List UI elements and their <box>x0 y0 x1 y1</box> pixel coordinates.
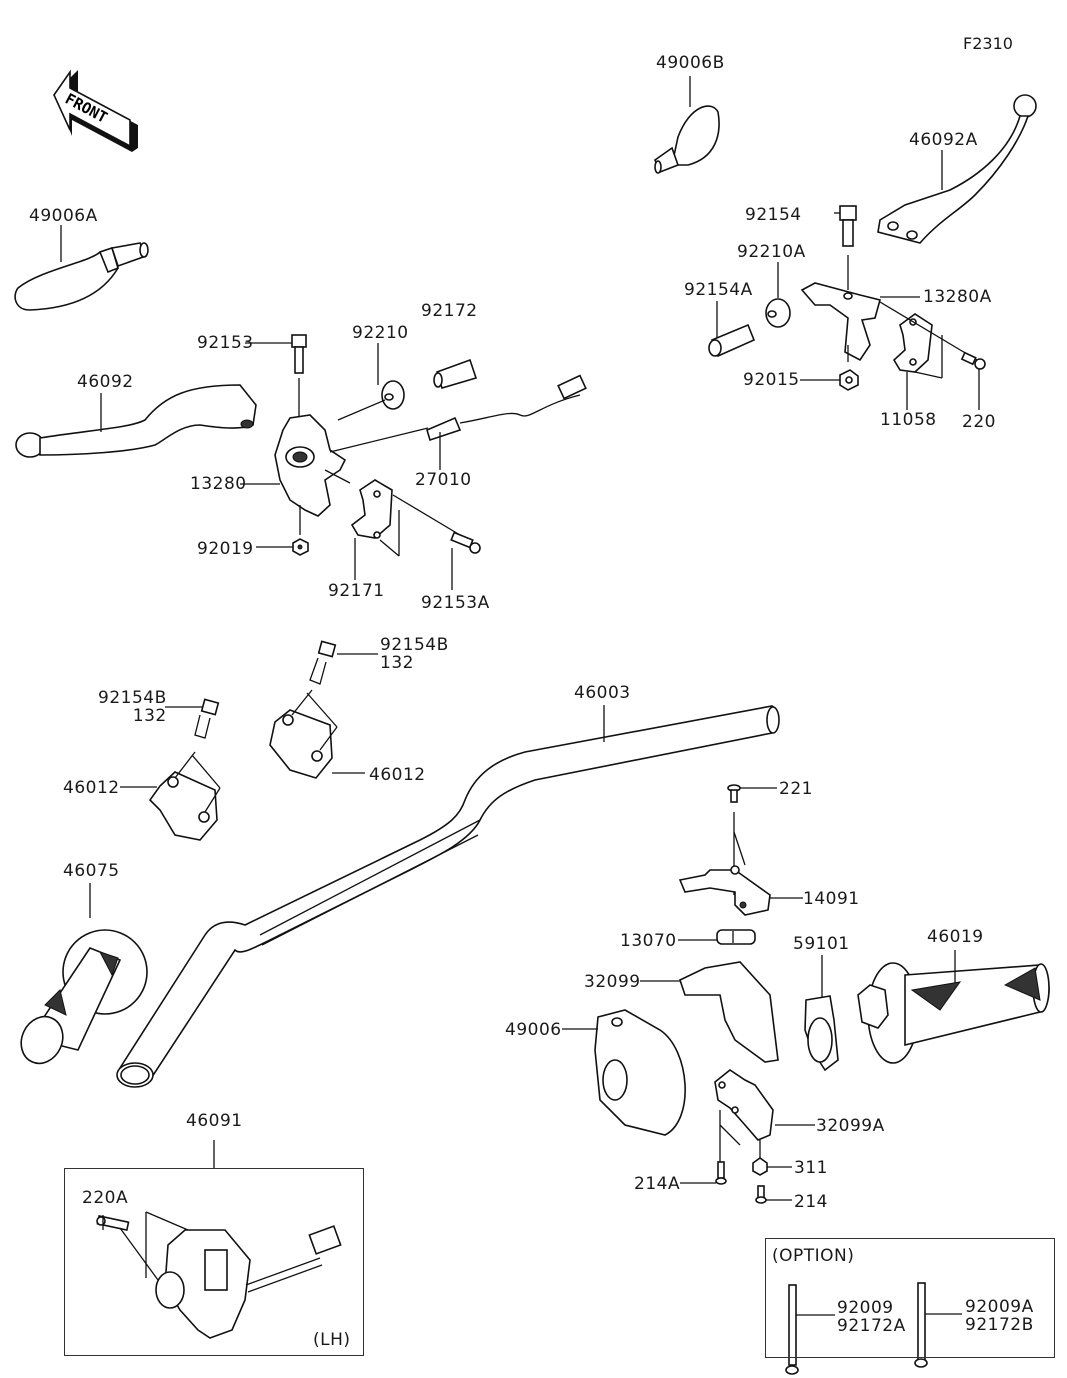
part-label-92210A[interactable]: 92210A <box>737 242 806 262</box>
part-label-92154A[interactable]: 92154A <box>684 280 753 300</box>
screw-214 <box>755 1185 792 1204</box>
part-label-32099A[interactable]: 32099A <box>816 1116 885 1136</box>
washer-92210A <box>765 262 791 328</box>
part-label-46091[interactable]: 46091 <box>186 1111 243 1131</box>
part-label-92154B-right[interactable]: 92154B 132 <box>380 635 449 673</box>
part-label-311[interactable]: 311 <box>794 1158 828 1178</box>
cable-holder-14091 <box>678 865 803 916</box>
part-label-220[interactable]: 220 <box>962 412 996 432</box>
part-label-92171[interactable]: 92171 <box>328 581 385 601</box>
throttle-housing-lower-32099A <box>714 1069 815 1170</box>
lever-holder-13280A <box>800 282 920 362</box>
part-label-13280[interactable]: 13280 <box>190 474 247 494</box>
part-label-92153A[interactable]: 92153A <box>421 593 490 613</box>
adjuster-92172 <box>433 358 478 389</box>
switch-detail-box <box>64 1168 364 1356</box>
part-label-214A[interactable]: 214A <box>634 1174 681 1194</box>
option-title: (OPTION) <box>772 1246 855 1266</box>
handlebar-46003 <box>116 705 780 1088</box>
part-label-46003[interactable]: 46003 <box>574 683 631 703</box>
lever-holder-13280 <box>240 414 429 517</box>
part-label-92015[interactable]: 92015 <box>743 370 800 390</box>
clutch-lever-right <box>877 94 1037 244</box>
bolt-92154 <box>834 205 857 290</box>
adjuster-92154A <box>708 301 756 358</box>
grip-right-46019 <box>857 950 1050 1064</box>
part-label-46012-right[interactable]: 46012 <box>369 765 426 785</box>
screw-214A <box>680 1161 727 1185</box>
switch-27010 <box>426 374 587 470</box>
part-label-221[interactable]: 221 <box>779 779 813 799</box>
part-label-214[interactable]: 214 <box>794 1192 828 1212</box>
cable-guide-59101 <box>804 955 839 1072</box>
part-label-11058[interactable]: 11058 <box>880 410 937 430</box>
clamp-92171 <box>350 479 461 580</box>
throttle-switch-49006 <box>562 1009 686 1136</box>
part-label-46019[interactable]: 46019 <box>927 927 984 947</box>
part-label-59101[interactable]: 59101 <box>793 934 850 954</box>
handlebar-switch-left-46091 <box>96 1140 342 1339</box>
brake-lever-left <box>15 384 257 458</box>
part-label-27010[interactable]: 27010 <box>415 470 472 490</box>
washer-92210 <box>337 343 405 421</box>
turn-signal-right <box>654 76 720 174</box>
handlebar-clamp-left <box>120 698 221 841</box>
part-label-92153[interactable]: 92153 <box>197 333 254 353</box>
figure-code: F2310 <box>963 34 1013 53</box>
front-arrow-icon: FRONT <box>53 69 138 152</box>
clamp-11058 <box>879 301 978 410</box>
option-box <box>765 1238 1055 1358</box>
part-label-49006B[interactable]: 49006B <box>656 53 725 73</box>
nut-92019 <box>256 505 309 556</box>
part-label-46092[interactable]: 46092 <box>77 372 134 392</box>
part-label-220A[interactable]: 220A <box>82 1188 129 1208</box>
part-label-92154[interactable]: 92154 <box>745 205 802 225</box>
part-label-92172[interactable]: 92172 <box>421 301 478 321</box>
pulley-13070 <box>678 929 756 945</box>
grip-left-46075 <box>20 883 148 1065</box>
nut-311 <box>752 1157 792 1176</box>
handlebar-clamp-right <box>269 640 378 779</box>
nut-92015 <box>800 369 859 391</box>
part-label-92009A-92172B[interactable]: 92009A 92172B <box>965 1297 1034 1335</box>
throttle-housing-upper-32099 <box>640 961 779 1063</box>
option-screw-left <box>785 1284 835 1375</box>
part-label-13280A[interactable]: 13280A <box>923 287 992 307</box>
screw-220 <box>960 351 986 410</box>
part-label-92210[interactable]: 92210 <box>352 323 409 343</box>
part-label-46092A[interactable]: 46092A <box>909 130 978 150</box>
part-label-46012-left[interactable]: 46012 <box>63 778 120 798</box>
part-label-49006A[interactable]: 49006A <box>29 206 98 226</box>
part-label-92009-92172A[interactable]: 92009 92172A <box>837 1298 906 1336</box>
bolt-92153A <box>450 531 481 590</box>
part-label-92019[interactable]: 92019 <box>197 539 254 559</box>
option-screw-right <box>914 1282 962 1368</box>
part-label-92154B-left[interactable]: 92154B 132 <box>98 688 167 726</box>
part-label-49006[interactable]: 49006 <box>505 1020 562 1040</box>
part-label-14091[interactable]: 14091 <box>803 889 860 909</box>
part-label-13070[interactable]: 13070 <box>620 931 677 951</box>
turn-signal-left <box>14 225 149 311</box>
part-label-32099[interactable]: 32099 <box>584 972 641 992</box>
lh-note: (LH) <box>313 1330 351 1350</box>
part-label-46075[interactable]: 46075 <box>63 861 120 881</box>
